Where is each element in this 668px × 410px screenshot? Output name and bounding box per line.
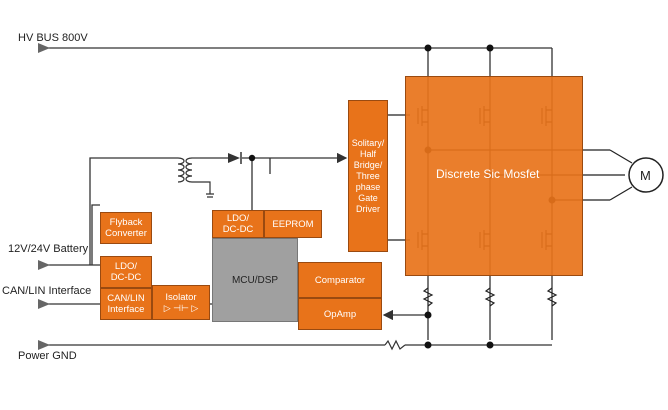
can-lin-block[interactable]: CAN/LIN Interface: [100, 288, 152, 320]
shunt-resistors: [422, 287, 558, 307]
diode-icon: [228, 152, 242, 164]
opamp-block[interactable]: OpAmp: [298, 298, 382, 330]
mosfet-label: Discrete Sic Mosfet: [436, 167, 540, 181]
motor-icon: [628, 157, 664, 193]
can-lin-terminal: [38, 299, 50, 309]
transformer: [177, 157, 214, 198]
mosfet-block[interactable]: [405, 76, 583, 276]
eeprom-block[interactable]: EEPROM: [264, 210, 322, 238]
isolator-symbol-icon: ▷ ⊣⊢ ▷: [163, 302, 199, 313]
mcu-block[interactable]: MCU/DSP: [212, 238, 298, 322]
hv-bus-wire: [40, 47, 553, 80]
battery-terminal: [38, 260, 50, 270]
can-lin-label: CAN/LIN Interface: [2, 285, 92, 297]
power-gnd-terminal: [38, 340, 50, 350]
flyback-converter-block[interactable]: Flyback Converter: [100, 212, 152, 244]
hv-bus-label: HV BUS 800V: [18, 32, 88, 44]
motor-label: M: [640, 168, 651, 183]
battery-label: 12V/24V Battery: [8, 243, 89, 255]
node-dot: [248, 154, 256, 162]
power-gnd-label: Power GND: [18, 350, 77, 362]
hv-bus-terminal: [38, 43, 50, 53]
ldo-top-block[interactable]: LDO/ DC-DC: [212, 210, 264, 238]
isolator-label: Isolator: [165, 291, 197, 303]
resistor-icon: [384, 339, 406, 351]
gate-driver-block[interactable]: Solitary/ Half Bridge/ Three phase Gate …: [348, 100, 388, 252]
comparator-block[interactable]: Comparator: [298, 262, 382, 298]
isolator-block[interactable]: Isolator ▷ ⊣⊢ ▷: [152, 285, 210, 320]
ldo-left-block[interactable]: LDO/ DC-DC: [100, 256, 152, 288]
